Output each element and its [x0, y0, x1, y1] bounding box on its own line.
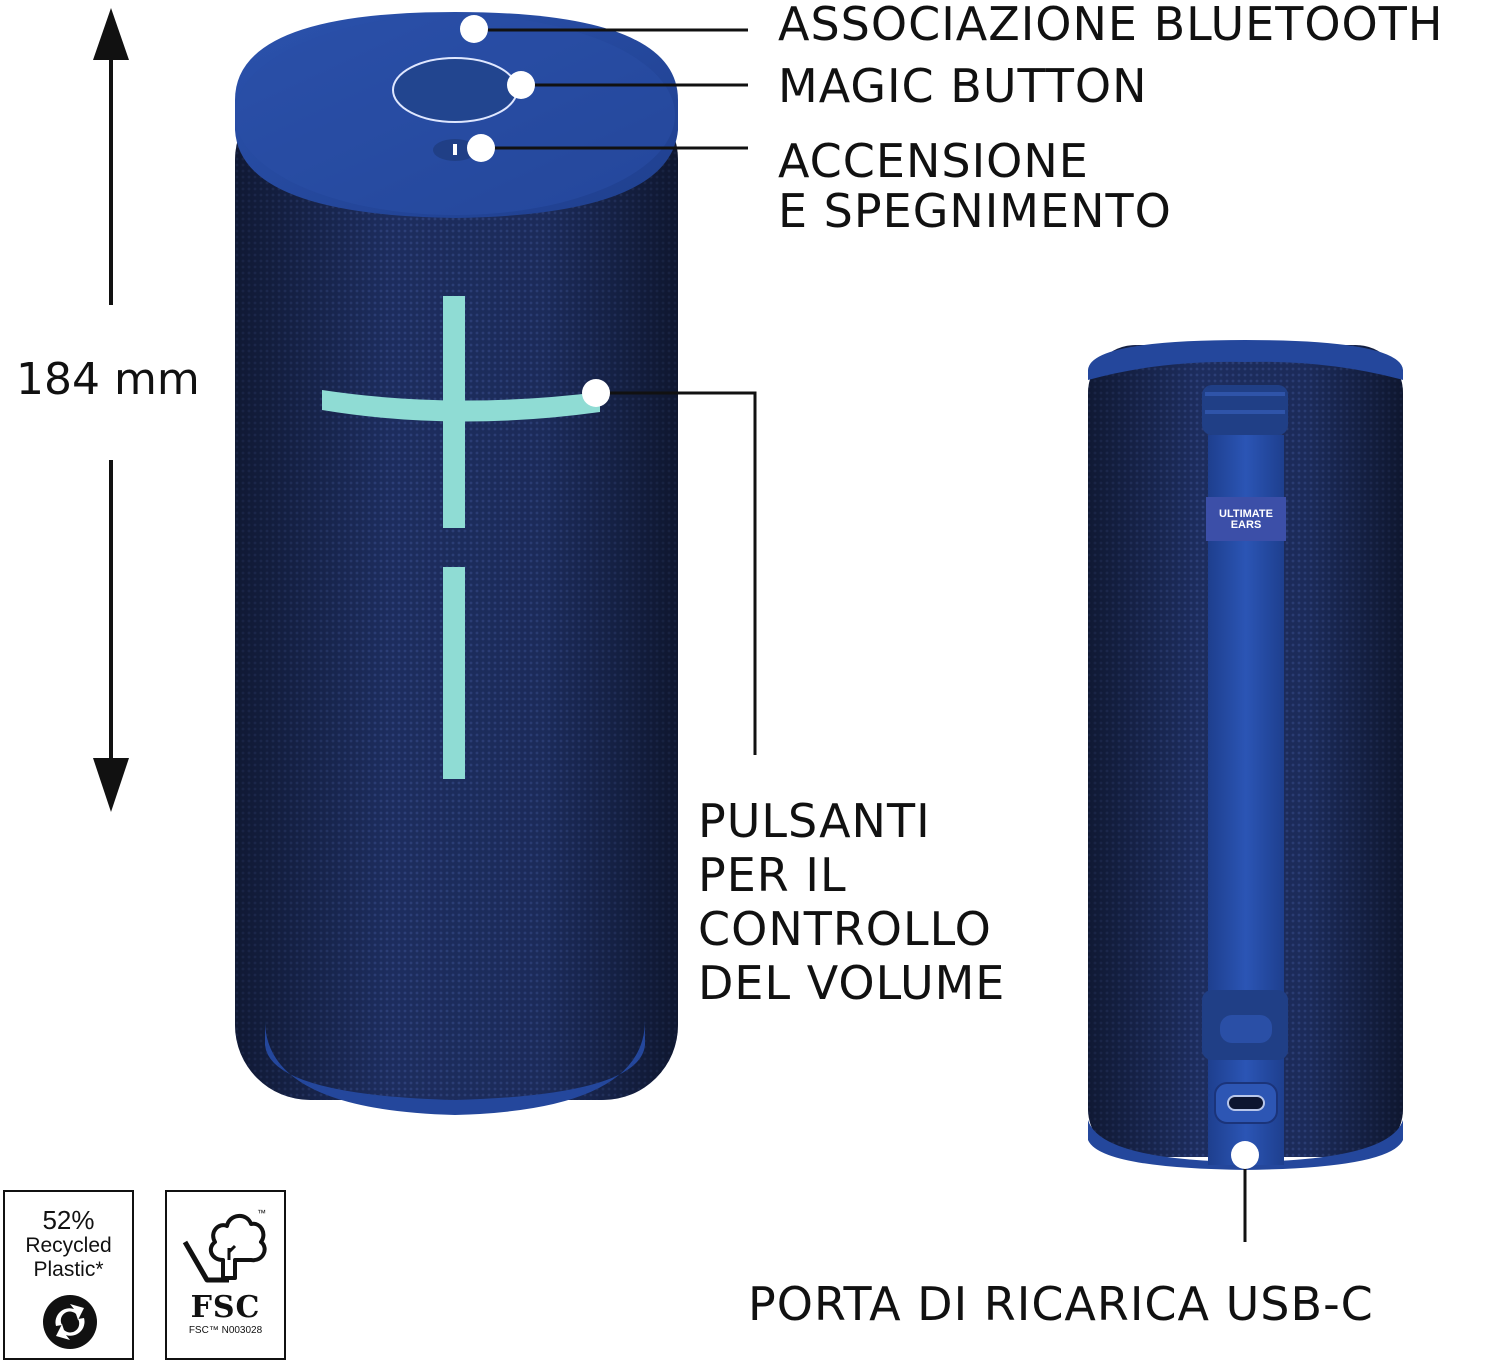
fsc-badge: ™ FSC FSC™ N003028	[165, 1190, 286, 1360]
height-dimension-label: 184 mm	[16, 354, 200, 405]
fsc-tree-icon	[182, 1214, 267, 1283]
callout-label-usb: PORTA DI RICARICA USB-C	[748, 1277, 1374, 1331]
callout-dot-volume	[582, 379, 610, 407]
recycled-percent: 52%	[42, 1205, 95, 1235]
plastic-label: Plastic*	[33, 1258, 104, 1281]
callout-dot-power	[467, 134, 495, 162]
speaker-back-view	[1088, 340, 1403, 1170]
callout-leader-lines	[475, 28, 1247, 1242]
callout-dots	[460, 15, 1259, 1169]
usb-c-port-icon	[1227, 1095, 1265, 1111]
fsc-trademark: ™	[257, 1208, 266, 1218]
callout-label-magic-button: MAGIC BUTTON	[778, 59, 1148, 113]
arrow-down-icon	[93, 758, 129, 812]
volume-minus-bar	[443, 567, 465, 779]
magic-button-icon	[392, 57, 518, 123]
speaker-front-view	[235, 12, 678, 1115]
callout-dot-magic-button	[507, 71, 535, 99]
arrow-up-icon	[93, 8, 129, 60]
volume-plus-horizontal	[322, 390, 600, 422]
callout-dot-bluetooth	[460, 15, 488, 43]
callout-dot-usb	[1231, 1141, 1259, 1169]
fsc-license-code: FSC™ N003028	[188, 1325, 263, 1336]
fsc-name: FSC	[190, 1290, 261, 1325]
brand-patch	[1206, 497, 1286, 541]
height-dimension-arrow	[93, 8, 129, 812]
recycled-plastic-badge: 52% Recycled Plastic*	[3, 1190, 134, 1360]
brand-logo-text: ULTIMATE EARS	[1219, 508, 1273, 531]
callout-label-power: ACCENSIONE E SPEGNIMENTO	[778, 134, 1172, 238]
callout-label-volume: PULSANTI PER IL CONTROLLO DEL VOLUME	[698, 794, 1006, 1010]
callout-label-bluetooth: ASSOCIAZIONE BLUETOOTH	[778, 0, 1444, 51]
recycle-icon	[43, 1295, 97, 1349]
recycled-label: Recycled	[25, 1234, 112, 1257]
